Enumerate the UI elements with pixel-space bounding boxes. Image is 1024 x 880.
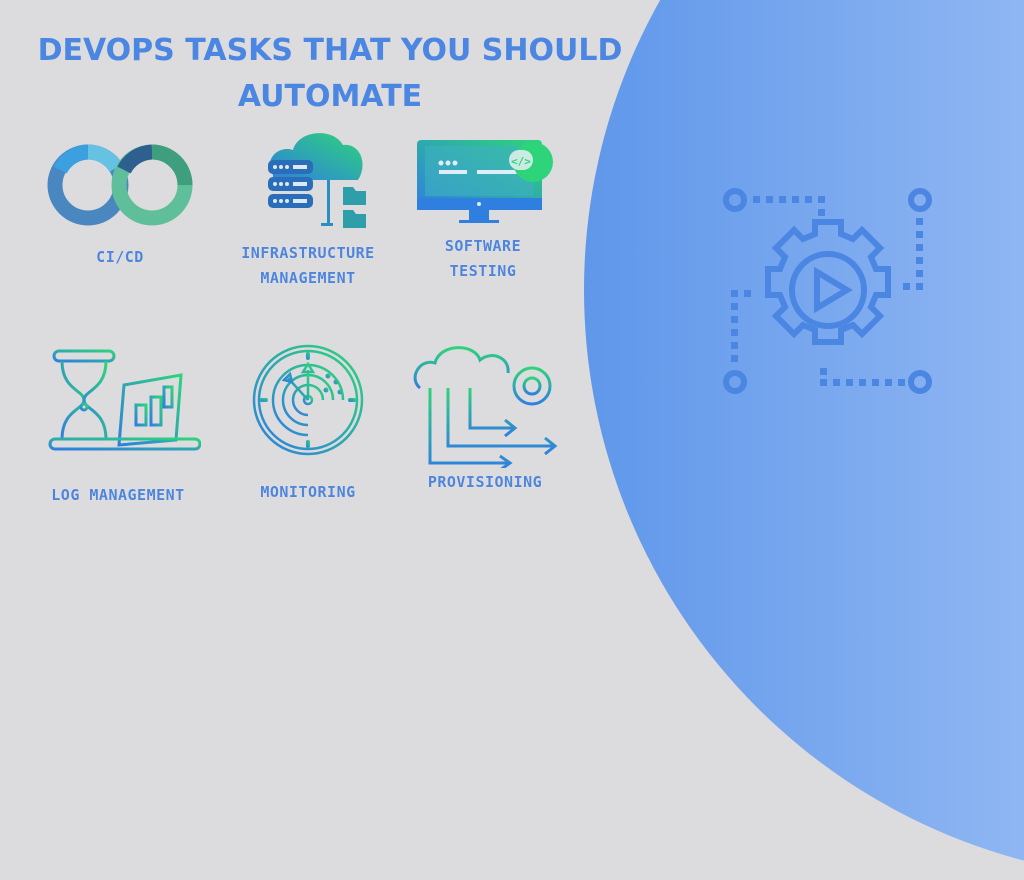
task-label-line-2: TESTING: [449, 262, 517, 280]
task-label-line-1: SOFTWARE: [444, 237, 522, 255]
background-circle: [584, 0, 1024, 880]
cloud-server-icon: [268, 133, 366, 228]
hero-automation: [715, 180, 945, 404]
gear-play-automation-icon: [723, 188, 932, 394]
radar-dial-icon: [252, 344, 364, 456]
task-label-line-1: INFRASTRUCTURE: [241, 244, 375, 262]
task-cicd: CI/CD: [30, 135, 210, 270]
hourglass-chart-icon: [48, 349, 201, 451]
monitor-code-gear-icon: </>: [417, 140, 553, 223]
task-label: CI/CD: [96, 248, 144, 266]
task-monitoring: MONITORING: [218, 340, 398, 505]
task-label: MONITORING: [260, 483, 356, 501]
svg-text:</>: </>: [511, 155, 531, 168]
title-line-2: AUTOMATE: [237, 79, 423, 114]
task-log-management: LOG MANAGEMENT: [28, 345, 208, 508]
title-line-1: DEVOPS TASKS THAT YOU SHOULD: [37, 33, 623, 68]
task-infrastructure: INFRASTRUCTURE MANAGEMENT: [218, 125, 398, 291]
task-provisioning: PROVISIONING: [395, 338, 575, 495]
task-label: LOG MANAGEMENT: [51, 486, 185, 504]
task-label: PROVISIONING: [427, 473, 543, 491]
infinity-loop-icon: [47, 144, 193, 226]
task-label-line-2: MANAGEMENT: [260, 269, 356, 287]
page-title: DEVOPS TASKS THAT YOU SHOULD AUTOMATE: [0, 28, 660, 120]
task-software-testing: </> SOFTWARE TESTING: [393, 128, 573, 284]
cloud-gear-arrows-icon: [413, 346, 558, 468]
